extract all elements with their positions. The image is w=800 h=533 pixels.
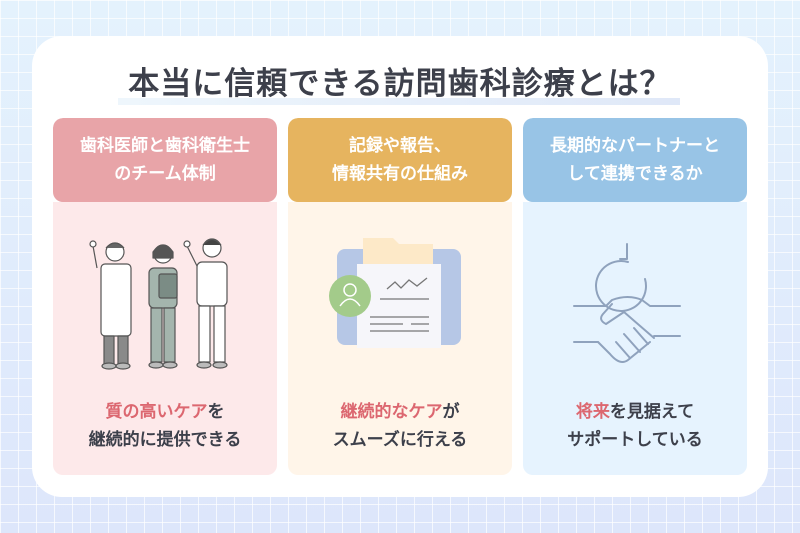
medical-team-icon xyxy=(53,224,277,374)
caption-text: が xyxy=(442,402,460,422)
column-long-term-partner: 長期的なパートナーと して連携できるか 将来を見据えて xyxy=(523,118,747,475)
clock-icon xyxy=(595,260,647,312)
column-header: 長期的なパートナーと して連携できるか xyxy=(523,118,747,202)
caption-text: を見据えて xyxy=(609,402,695,422)
infographic-card: 本当に信頼できる訪問歯科診療とは？ 歯科医師と歯科衛生士 のチーム体制 xyxy=(32,36,768,497)
column-body: 将来を見据えて サポートしている xyxy=(523,202,747,475)
caption-highlight: 質の高いケア xyxy=(105,402,208,422)
column-body: 質の高いケアを 継続的に提供できる xyxy=(53,202,277,475)
clock-handshake-icon xyxy=(523,224,747,374)
column-header: 歯科医師と歯科衛生士 のチーム体制 xyxy=(53,118,277,202)
caption-highlight: 将来 xyxy=(575,402,610,422)
column-caption: 継続的なケアが スムーズに行える xyxy=(288,398,512,454)
column-caption: 将来を見据えて サポートしている xyxy=(523,398,747,454)
caption-line2: サポートしている xyxy=(567,430,703,450)
caption-text: を xyxy=(207,402,225,422)
caption-line2: スムーズに行える xyxy=(332,430,468,450)
caption-highlight: 継続的なケア xyxy=(340,402,443,422)
column-caption: 質の高いケアを 継続的に提供できる xyxy=(53,398,277,454)
caption-line2: 継続的に提供できる xyxy=(88,430,242,450)
column-team-system: 歯科医師と歯科衛生士 のチーム体制 xyxy=(53,118,277,475)
column-record-sharing: 記録や報告、 情報共有の仕組み xyxy=(288,118,512,475)
column-header: 記録や報告、 情報共有の仕組み xyxy=(288,118,512,202)
column-body: 継続的なケアが スムーズに行える xyxy=(288,202,512,475)
page-title: 本当に信頼できる訪問歯科診療とは？ xyxy=(128,66,672,102)
title-underline xyxy=(118,98,680,105)
monitor-document-icon xyxy=(288,224,512,374)
